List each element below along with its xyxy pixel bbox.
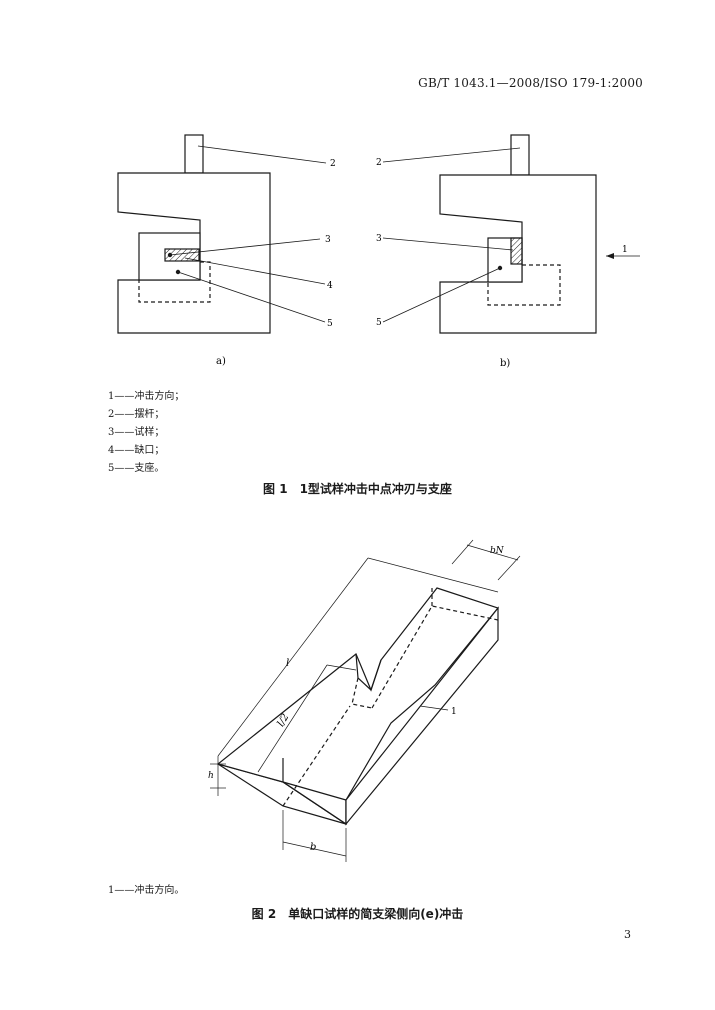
hidden-edge-a <box>138 261 211 303</box>
dim-bn-label: bN <box>490 546 505 556</box>
notch-a <box>164 248 200 262</box>
hidden-edge-b <box>487 264 561 306</box>
legend-item: 1——冲击方向； <box>108 391 185 402</box>
figure-1a <box>117 134 327 334</box>
pendulum-rod-a <box>184 134 204 174</box>
legend-item: 4——缺口； <box>108 445 165 456</box>
figure-2-legend: 1——冲击方向。 <box>108 882 184 900</box>
legend-item: 3——试样； <box>108 427 165 438</box>
figure-1-legend: 1——冲击方向； 2——摆杆； 3——试样； 4——缺口； 5——支座。 <box>108 388 184 478</box>
label-direction-fig2: 1 <box>451 707 457 717</box>
dim-b-label: b <box>310 842 316 853</box>
subcaption-a: a) <box>216 356 226 367</box>
label-specimen-b: 3 <box>376 234 382 244</box>
dimension-lines <box>210 539 521 862</box>
pendulum-rod-b <box>510 134 530 176</box>
notch-b <box>510 237 523 265</box>
dim-h-label: h <box>208 771 214 781</box>
top-face <box>216 587 500 801</box>
subcaption-b: b) <box>500 358 510 369</box>
label-pendulum-a: 2 <box>330 159 336 169</box>
label-pendulum-b: 2 <box>376 158 382 168</box>
legend-item: 5——支座。 <box>108 463 165 474</box>
figure-2-drawing: l l/2 h b bN 1 <box>208 539 521 862</box>
dim-l-label: l <box>286 658 289 669</box>
page-number: 3 <box>624 928 631 941</box>
support-frame-a <box>117 172 271 334</box>
legend-item: 2——摆杆； <box>108 409 165 420</box>
label-support-a: 5 <box>327 319 333 329</box>
support-frame-b <box>439 174 597 334</box>
label-specimen-a: 3 <box>325 235 331 245</box>
specimen-iso <box>216 587 500 826</box>
figure-1-caption: 图 1 1型试样冲击中点冲刃与支座 <box>263 482 452 496</box>
standard-code: GB/T 1043.1—2008/ISO 179-1:2000 <box>418 76 643 90</box>
figure-2-caption: 图 2 单缺口试样的简支梁侧向(e)冲击 <box>251 907 464 921</box>
label-notch-a: 4 <box>327 281 333 291</box>
figure-1b <box>382 134 640 334</box>
legend-item: 1——冲击方向。 <box>108 885 185 896</box>
impact-direction-arrow <box>606 253 614 259</box>
side-face <box>345 606 499 826</box>
figure-1-drawing: 2 3 4 5 a) 2 3 5 1 b) <box>117 134 640 369</box>
label-support-b: 5 <box>376 318 382 328</box>
label-direction-b: 1 <box>622 245 628 255</box>
